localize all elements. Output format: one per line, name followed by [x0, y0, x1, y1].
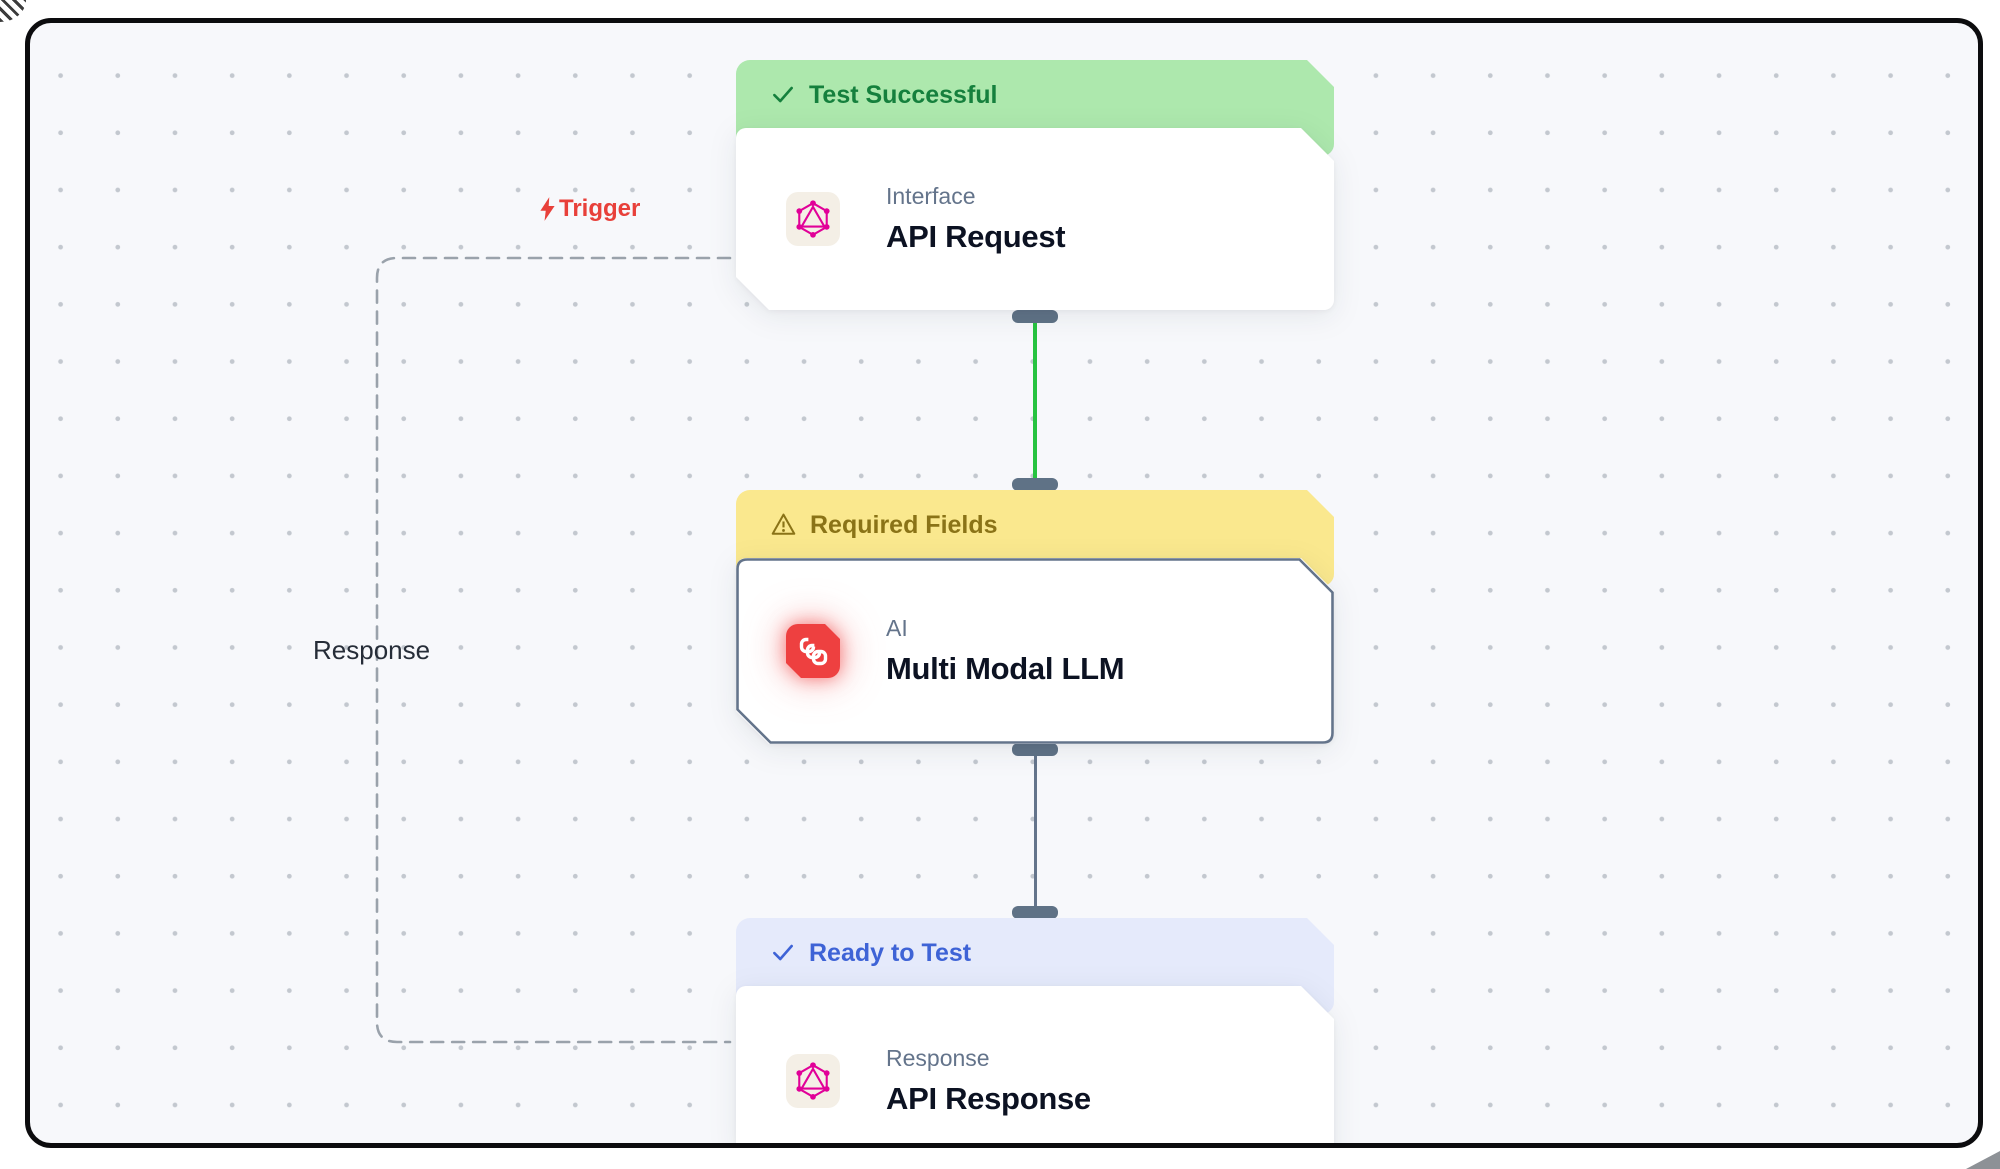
node-icon-box	[786, 192, 840, 246]
node-card-api-request[interactable]: Interface API Request	[736, 128, 1334, 310]
check-icon	[770, 81, 796, 107]
edge-request-to-llm	[1033, 316, 1037, 484]
node-title: API Request	[886, 219, 1066, 254]
node-card-api-response[interactable]: Response API Response	[736, 986, 1334, 1148]
node-category: AI	[886, 615, 908, 641]
node-category: Response	[886, 1045, 990, 1071]
node-icon-box	[786, 1054, 840, 1108]
node-card-multi-modal-llm[interactable]: AI Multi Modal LLM	[736, 558, 1334, 744]
graphql-icon	[794, 200, 832, 238]
node-api-request[interactable]: Test Successful	[736, 60, 1334, 310]
output-handle-api-request[interactable]	[1012, 310, 1058, 323]
status-label: Ready to Test	[809, 939, 972, 967]
check-icon	[770, 939, 796, 965]
node-title: API Response	[886, 1081, 1091, 1116]
node-multi-modal-llm[interactable]: Required Fields	[736, 490, 1334, 744]
output-handle-multi-modal-llm[interactable]	[1012, 743, 1058, 756]
node-api-response[interactable]: Ready to Test	[736, 918, 1334, 1148]
node-title: Multi Modal LLM	[886, 651, 1125, 686]
input-handle-multi-modal-llm[interactable]	[1012, 478, 1058, 491]
input-handle-api-response[interactable]	[1012, 906, 1058, 919]
corner-artifact-bottom-right	[1966, 1151, 2000, 1169]
edge-llm-to-response	[1034, 752, 1037, 908]
node-category: Interface	[886, 183, 976, 209]
response-edge-label: Response	[313, 635, 431, 665]
warning-icon	[770, 511, 797, 538]
status-label: Test Successful	[809, 81, 998, 109]
chain-link-icon	[786, 624, 840, 678]
status-label: Required Fields	[810, 511, 998, 539]
graphql-icon	[794, 1062, 832, 1100]
corner-artifact-top-left	[0, 0, 26, 22]
workflow-canvas[interactable]: Trigger Response Test Successful	[25, 18, 1983, 1148]
lightning-bolt-icon	[540, 197, 555, 221]
trigger-edge-label-text: Trigger	[559, 195, 641, 222]
trigger-edge-label: Trigger	[538, 195, 640, 223]
